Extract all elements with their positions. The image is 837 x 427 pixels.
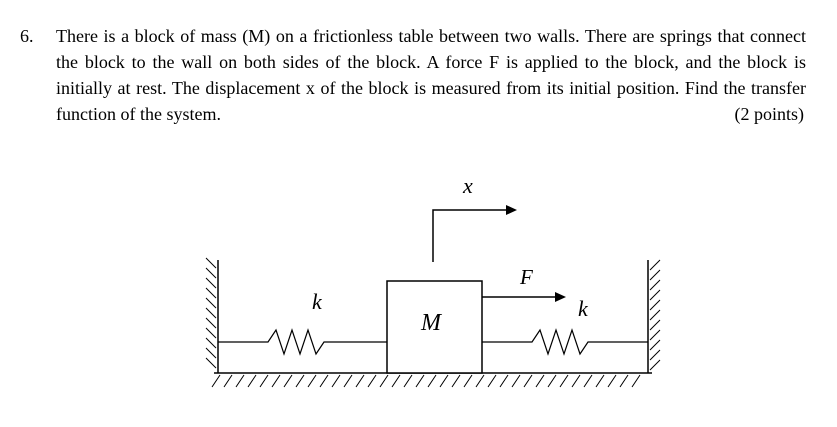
right-spring xyxy=(482,328,648,356)
left-spring xyxy=(218,328,387,356)
displacement-arrow xyxy=(432,205,517,262)
points-label: (2 points) xyxy=(734,104,805,124)
left-wall xyxy=(205,257,219,373)
left-spring-label: k xyxy=(312,289,322,314)
floor xyxy=(211,372,652,388)
displacement-label: x xyxy=(463,173,473,198)
right-spring-label: k xyxy=(578,296,588,321)
mass-block xyxy=(386,280,483,374)
mass-label: M xyxy=(421,310,441,336)
right-wall xyxy=(647,259,661,373)
problem-number: 6. xyxy=(20,26,34,46)
force-arrow xyxy=(482,292,566,302)
problem-text: There is a block of mass (M) on a fricti… xyxy=(56,26,806,124)
force-label: F xyxy=(520,265,533,289)
